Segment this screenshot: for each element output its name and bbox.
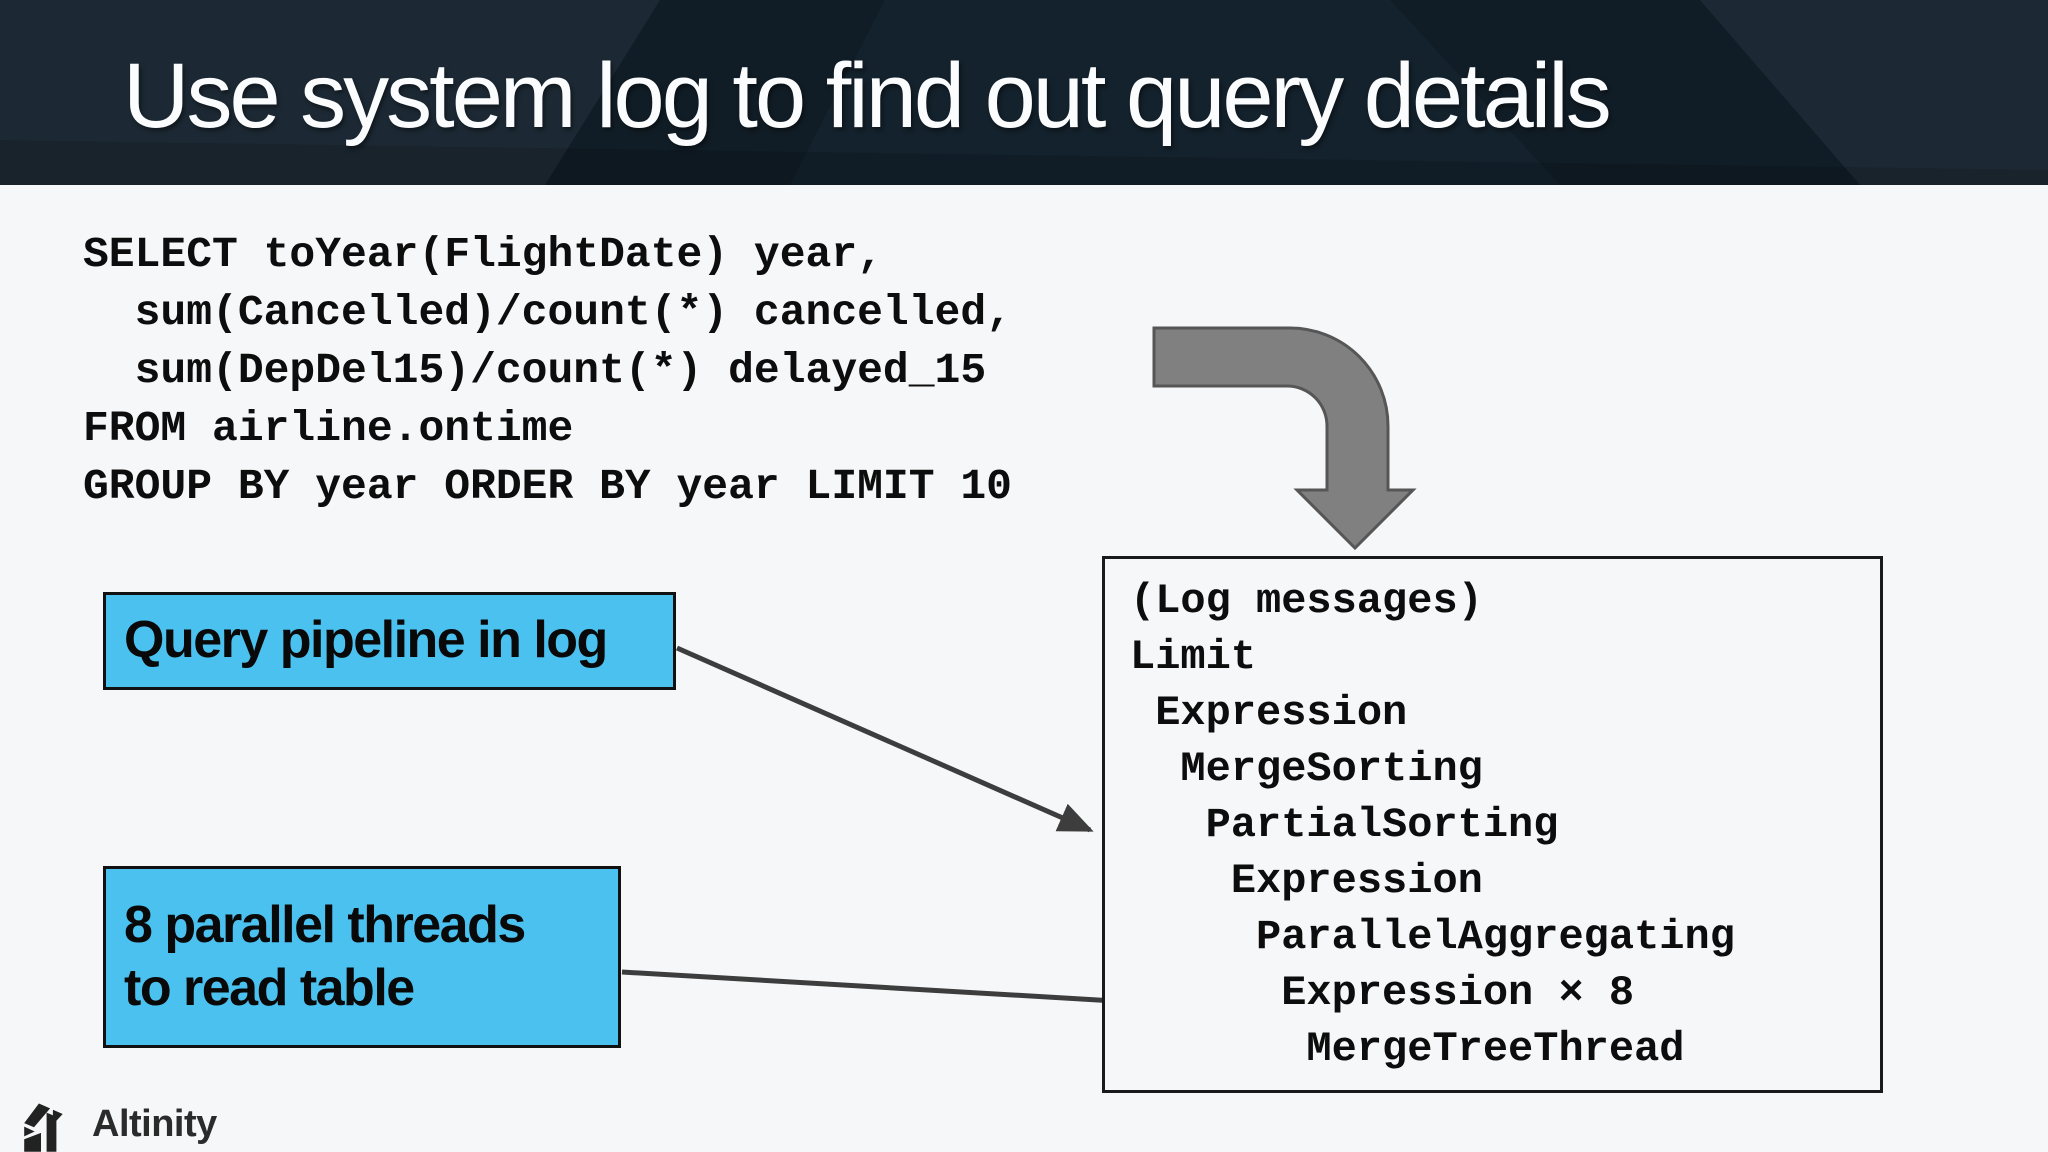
log-messages-box: (Log messages) Limit Expression MergeSor… <box>1102 556 1883 1093</box>
log-messages-text: (Log messages) Limit Expression MergeSor… <box>1130 577 1735 1073</box>
callout-query-pipeline-label: Query pipeline in log <box>124 611 608 670</box>
query-pipeline-arrow-icon <box>675 645 1094 833</box>
brand-logo: Altinity <box>20 1100 217 1152</box>
callout-parallel-threads-label: 8 parallel threads to read table <box>124 895 526 1017</box>
sql-code-block: SELECT toYear(FlightDate) year, sum(Canc… <box>83 230 1012 511</box>
page-title: Use system log to find out query details <box>123 45 1612 147</box>
callout-query-pipeline: Query pipeline in log <box>103 592 676 690</box>
brand-name: Altinity <box>92 1102 217 1145</box>
callout-parallel-threads: 8 parallel threads to read table <box>103 866 621 1048</box>
altinity-logo-icon <box>24 1103 63 1152</box>
curved-down-arrow-icon <box>1152 326 1417 551</box>
header-polygon-pattern <box>0 0 2048 185</box>
slide-header: Use system log to find out query details <box>0 0 2048 185</box>
